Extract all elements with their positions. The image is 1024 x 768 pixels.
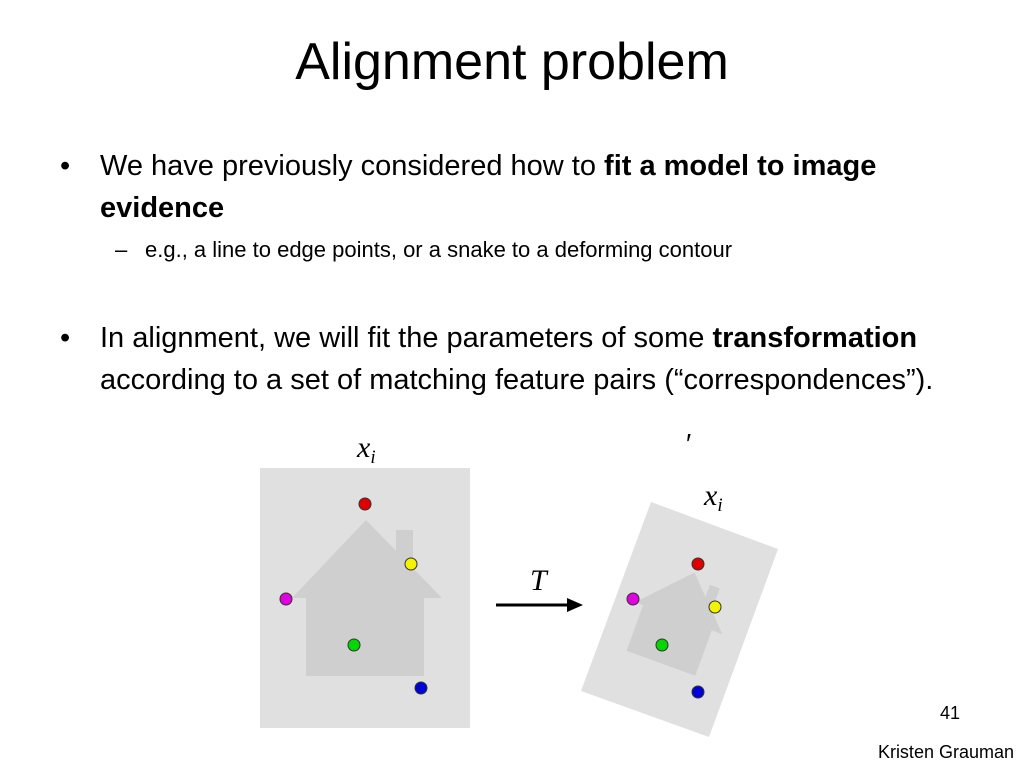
target-image [581,502,778,737]
feature-point-green-transformed [655,638,669,652]
transform-arrow [496,598,583,612]
source-image [260,468,470,728]
feature-point-green [347,638,361,652]
bullet-1-bold: fit a model to image evidence [100,150,877,224]
transform-label: T [530,564,547,597]
feature-point-magenta-transformed [626,592,640,606]
sub-bullet-1: – e.g., a line to edge points, or a snak… [115,235,975,265]
bullet-marker: • [60,150,71,182]
source-point-label: xi [357,431,376,469]
feature-point-yellow [404,557,418,571]
source-house [292,520,442,676]
bullet-1-text: We have previously considered how to [100,150,605,182]
bullet-marker: • [60,322,71,354]
author-credit: Kristen Grauman [877,742,1014,762]
sub-bullet-text: e.g., a line to edge points, or a snake … [145,237,733,262]
feature-point-red [358,497,372,511]
bullet-2-bold: transformation [712,322,918,354]
bullet-2: • In alignment, we will fit the paramete… [60,317,950,401]
house-body [306,598,424,676]
house-roof [292,520,442,598]
slide-title: Alignment problem [295,33,729,91]
feature-point-red-transformed [691,557,705,571]
feature-point-magenta [279,592,293,606]
sub-bullet-marker: – [115,237,128,262]
target-house [626,572,723,676]
page-number: 41 [939,703,960,723]
bullet-1: • We have previously considered how to f… [60,145,950,229]
target-point-label: xi [704,479,723,517]
feature-point-blue [414,681,428,695]
feature-point-blue-transformed [691,685,705,699]
target-prime-mark: ′ [686,428,692,459]
bullet-2-text-rest: according to a set of matching feature p… [100,364,934,396]
feature-point-yellow-transformed [708,600,722,614]
bullet-2-text: In alignment, we will fit the parameters… [100,322,713,354]
